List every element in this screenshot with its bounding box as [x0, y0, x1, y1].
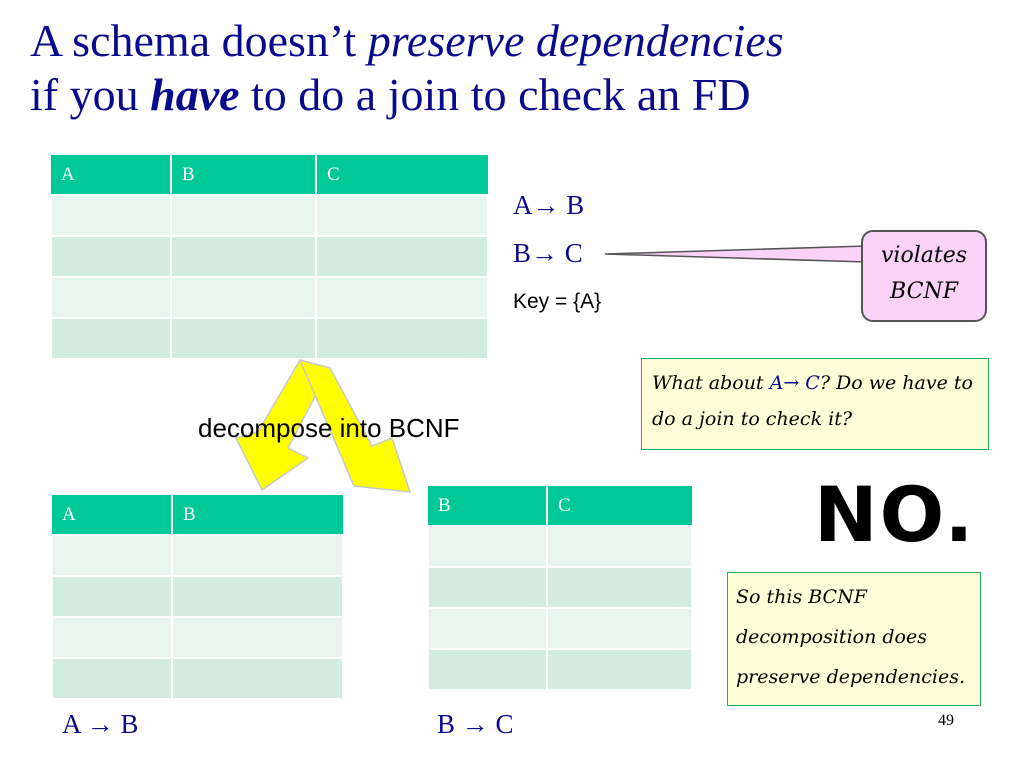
table-row: [50, 235, 489, 278]
title-part2: preserve dependencies: [367, 15, 784, 66]
top-table-header-a: A: [51, 155, 172, 195]
table-row: [51, 534, 344, 577]
left-table-header-b: B: [172, 495, 343, 535]
title-part4: have: [150, 69, 240, 120]
right-table: B C: [427, 486, 693, 691]
table-row: [427, 525, 693, 568]
title-part3: if you: [30, 69, 151, 120]
decompose-label: decompose into BCNF: [198, 413, 460, 443]
left-table-header-a: A: [52, 495, 173, 535]
table-row: [50, 276, 489, 319]
top-table: A B C: [50, 155, 489, 360]
fd-b-c: B→ C: [513, 238, 583, 268]
right-table-header-c: C: [547, 486, 692, 526]
table-row: [427, 607, 693, 650]
table-row: [51, 657, 344, 700]
violates-line2: BCNF: [890, 279, 958, 304]
no-answer: NO.: [814, 470, 976, 559]
table-row: [427, 648, 693, 691]
title-part5: to do a join to check an FD: [239, 69, 751, 120]
fd-a-b: A→ B: [513, 190, 585, 220]
table-row: [50, 194, 489, 237]
slide-title: A schema doesn’t preserve dependencies i…: [30, 14, 1010, 122]
table-row: [51, 616, 344, 659]
table-row: [427, 566, 693, 609]
left-table: A B: [51, 495, 344, 700]
right-fd: B → C: [437, 709, 514, 739]
table-row: [50, 317, 489, 360]
what-about-note: What about A→ C? Do we have to do a join…: [641, 358, 989, 450]
right-table-header-b: B: [428, 486, 548, 526]
what-about-part3: ? Do we have to do a join to check it?: [652, 372, 973, 430]
top-table-header-b: B: [171, 155, 317, 195]
title-part1: A schema doesn’t: [30, 15, 368, 66]
page-number: 49: [938, 712, 954, 729]
table-row: [51, 575, 344, 618]
what-about-part1: What about: [652, 372, 770, 394]
violates-line1: violates: [880, 243, 967, 268]
top-table-header-c: C: [316, 155, 488, 195]
arrow-right-icon: [299, 359, 411, 493]
key-label: Key = {A}: [513, 290, 602, 313]
so-this-note: So this BCNF decomposition does preserve…: [727, 572, 981, 706]
what-about-fd: A→ C: [769, 372, 820, 394]
left-fd: A → B: [62, 709, 139, 739]
violates-callout: violates BCNF: [861, 230, 987, 322]
